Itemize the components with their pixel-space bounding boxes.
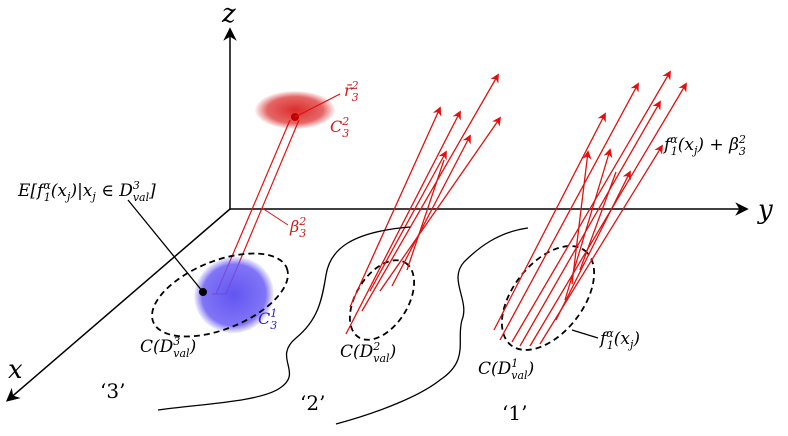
cd3-dashed-ellipse [151,252,289,338]
red-cluster-blob [255,91,335,129]
g1-vector-1 [493,112,606,331]
z-axis-label: z [221,0,236,29]
beta32-pointer [261,207,289,226]
g2-vector-1 [349,106,442,308]
f-xj-pointer [571,329,599,339]
g1-vector-3 [511,70,671,343]
cd1-dashed-ellipse [500,245,596,351]
r32-vector [294,93,341,118]
g2-vector-4 [369,150,447,292]
blue-cluster-blob [194,256,274,334]
group3-label: ‘3’ [100,379,125,403]
axes: z y x [5,0,773,402]
g1-vector-2 [499,82,639,341]
cluster-c31 [127,199,289,338]
g1-vector-7 [555,170,631,321]
group1-vectors [493,70,687,351]
cluster-c32 [255,91,341,129]
g2-vector-5 [379,116,502,292]
g2-vector-6 [391,134,471,287]
g2-vector-7 [406,159,445,271]
group1-label: ‘1’ [502,401,527,425]
curve-group2 [335,227,529,425]
curve-group3 [157,226,411,411]
partition-curves [157,226,529,425]
g1-vector-10 [579,171,617,271]
x-axis-label: x [8,355,23,385]
g1-vector-4 [519,100,661,347]
g2-vector-2 [345,110,461,335]
g2-vector-3 [361,73,499,312]
x-axis [5,208,231,402]
group2-vectors [345,73,502,341]
g1-vector-9 [571,150,592,285]
y-axis-label: y [757,195,773,225]
expectation-pointer [127,199,204,293]
cd2-dashed-ellipse [349,259,415,341]
group2-label: ‘2’ [300,391,325,415]
